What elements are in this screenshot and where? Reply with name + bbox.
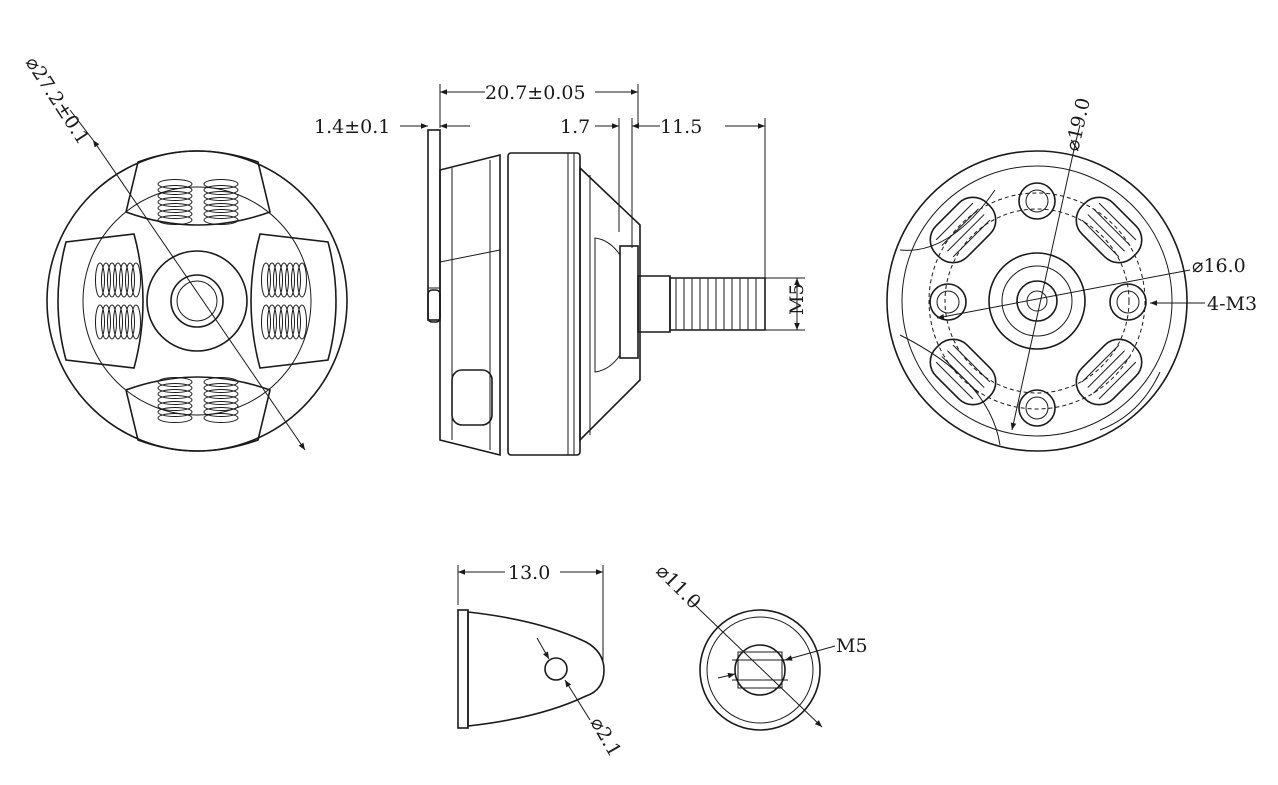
shaft-thread: [675, 278, 757, 330]
outer-diameter-label: ⌀27.2±0.1: [21, 53, 94, 149]
mount-hole-bottom: [1018, 389, 1056, 427]
mount-holes-label: 4-M3: [1207, 293, 1257, 315]
pin-hole-label: ⌀2.1: [586, 714, 626, 761]
nut-length-label: 13.0: [508, 562, 550, 584]
stator-lobe-bottom: [125, 376, 271, 452]
flange-label: 1.7: [560, 116, 590, 138]
stator-lobe-top: [125, 150, 271, 226]
front-view: ⌀27.2±0.1: [21, 53, 348, 452]
nut-side-view: 13.0 ⌀2.1: [457, 562, 626, 761]
shaft-length-label: 11.5: [660, 116, 702, 138]
side-view: 20.7±0.05 1.4±0.1 1.7 11.5 M5: [314, 82, 808, 457]
nut-thread-label: M5: [836, 635, 868, 657]
mount-hole-left: [929, 283, 967, 321]
mount-hole-top: [1018, 182, 1056, 220]
nut-front-view: ⌀11.0 M5: [651, 560, 868, 731]
shaft-thread-label: M5: [786, 283, 808, 315]
bolt-circle-outer-label: ⌀19.0: [1061, 96, 1095, 153]
bolt-circle-inner-label: ⌀16.0: [1192, 255, 1246, 277]
rear-view: ⌀19.0 ⌀16.0 4-M3: [886, 96, 1257, 452]
nut-diameter-label: ⌀11.0: [651, 560, 705, 614]
overall-length-label: 20.7±0.05: [485, 82, 586, 104]
stator-lobe-left: [57, 233, 144, 369]
mount-hole-right: [1109, 283, 1147, 321]
stator-lobe-right: [250, 233, 337, 369]
base-offset-label: 1.4±0.1: [314, 116, 390, 138]
